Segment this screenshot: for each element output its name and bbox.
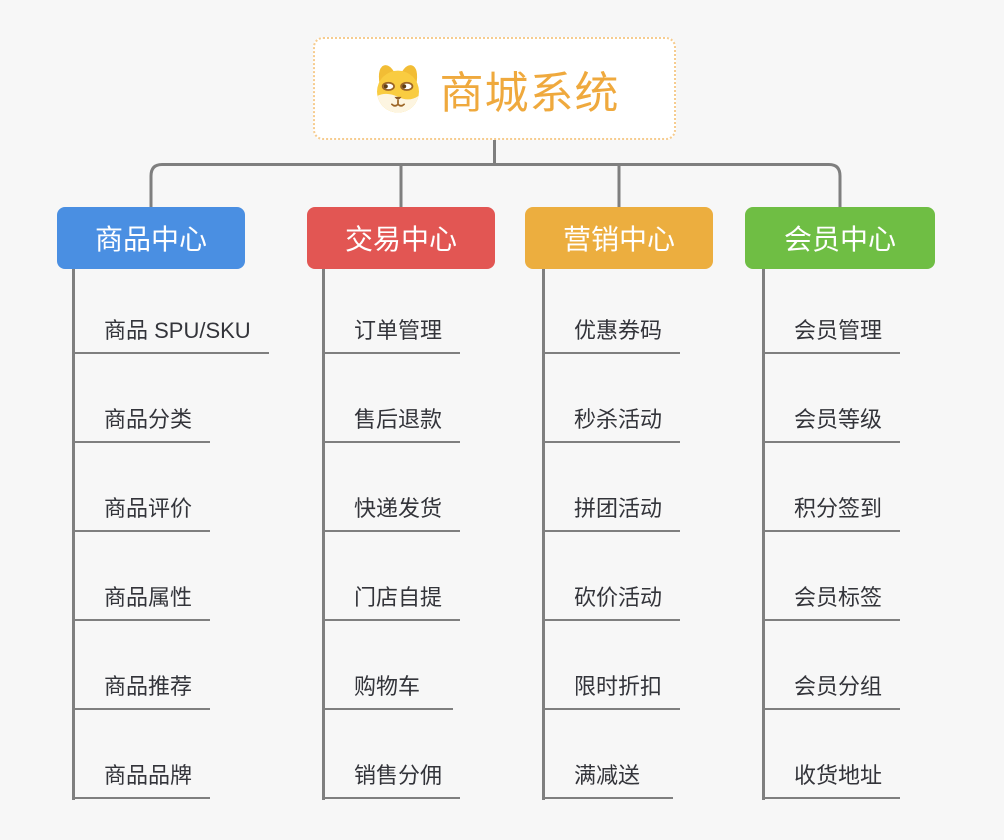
branch-label: 商品中心 [94,224,207,255]
trunk-line-marketing [542,269,545,800]
trunk-line-product [72,269,75,800]
trunk-line-trade [322,269,325,800]
leaf-item[interactable]: 会员分组 [763,621,901,710]
leaf-item[interactable]: 秒杀活动 [543,354,681,443]
branch-node-member-center[interactable]: 会员中心 [745,207,935,269]
branch-node-trade-center[interactable]: 交易中心 [307,207,495,269]
branch-node-marketing-center[interactable]: 营销中心 [525,207,713,269]
leaf-item[interactable]: 砍价活动 [543,532,681,621]
leaf-item[interactable]: 门店自提 [323,532,461,621]
leaf-item[interactable]: 商品评价 [73,443,211,532]
leaf-item[interactable]: 拼团活动 [543,443,681,532]
branch-node-product-center[interactable]: 商品中心 [57,207,245,269]
leaf-item[interactable]: 满减送 [543,710,673,799]
leaf-item[interactable]: 会员标签 [763,532,901,621]
branch-label: 营销中心 [562,224,675,255]
branch-label: 交易中心 [344,224,457,255]
leaf-item[interactable]: 积分签到 [763,443,901,532]
doge-icon [376,64,419,113]
leaf-item[interactable]: 商品属性 [73,532,211,621]
leaf-list-member-center: 会员管理 会员等级 积分签到 会员标签 会员分组 收货地址 [763,265,901,799]
leaf-list-product-center: 商品 SPU/SKU 商品分类 商品评价 商品属性 商品推荐 商品品牌 [73,265,269,799]
leaf-item[interactable]: 限时折扣 [543,621,681,710]
leaf-item[interactable]: 商品推荐 [73,621,211,710]
root-node[interactable]: 商城系统 [313,37,676,140]
leaf-item[interactable]: 商品分类 [73,354,211,443]
leaf-item[interactable]: 售后退款 [323,354,461,443]
leaf-item[interactable]: 会员管理 [763,265,901,354]
leaf-item[interactable]: 销售分佣 [323,710,461,799]
leaf-item[interactable]: 商品品牌 [73,710,211,799]
branch-label: 会员中心 [783,224,896,255]
leaf-item[interactable]: 会员等级 [763,354,901,443]
leaf-item[interactable]: 优惠券码 [543,265,681,354]
leaf-list-marketing-center: 优惠券码 秒杀活动 拼团活动 砍价活动 限时折扣 满减送 [543,265,681,799]
trunk-line-member [762,269,765,800]
root-title: 商城系统 [439,68,620,118]
leaf-item[interactable]: 购物车 [323,621,453,710]
leaf-item[interactable]: 订单管理 [323,265,461,354]
leaf-item[interactable]: 快递发货 [323,443,461,532]
leaf-list-trade-center: 订单管理 售后退款 快递发货 门店自提 购物车 销售分佣 [323,265,461,799]
leaf-item[interactable]: 收货地址 [763,710,901,799]
leaf-item[interactable]: 商品 SPU/SKU [73,265,269,354]
bus-line [149,163,842,207]
